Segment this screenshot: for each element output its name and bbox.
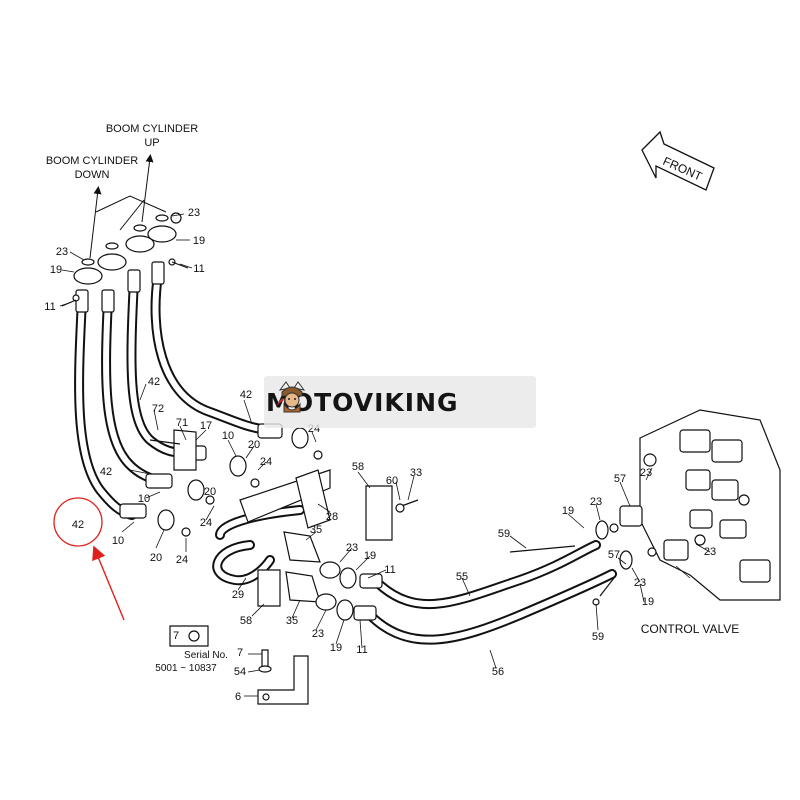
part-label[interactable]: 20 [204,486,216,498]
boom-down-caption-line2: DOWN [75,169,110,181]
control-valve-caption: CONTROL VALVE [641,622,739,636]
mid-fittings [119,423,419,621]
part-label[interactable]: 24 [200,517,212,529]
part-label[interactable]: 57 [614,473,626,485]
part-label[interactable]: 23 [56,246,68,258]
part-label[interactable]: 42 [100,466,112,478]
part-label[interactable]: 23 [634,577,646,589]
part-label[interactable]: 19 [330,642,342,654]
part-label[interactable]: 23 [640,467,652,479]
top-fittings [61,212,189,313]
part-label[interactable]: 19 [562,505,574,517]
part-label[interactable]: 10 [222,430,234,442]
part-label[interactable]: 33 [410,467,422,479]
highlight-annotation [53,497,125,621]
mounting-bracket [169,625,309,705]
part-label[interactable]: 57 [608,549,620,561]
leader-lines [59,213,711,697]
part-label[interactable]: 20 [150,552,162,564]
captions: BOOM CYLINDER UP BOOM CYLINDER DOWN CONT… [46,123,739,674]
part-label[interactable]: 58 [352,461,364,473]
part-label[interactable]: 20 [248,439,260,451]
part-label[interactable]: 72 [152,403,164,415]
part-label[interactable]: 35 [310,524,322,536]
part-label[interactable]: 59 [592,631,604,643]
part-label[interactable]: 10 [138,493,150,505]
part-label[interactable]: 19 [364,550,376,562]
part-label[interactable]: 29 [232,589,244,601]
boom-up-caption-line1: BOOM CYLINDER [106,123,198,135]
part-label[interactable]: 28 [326,511,338,523]
part-label[interactable]: 23 [590,496,602,508]
part-label[interactable]: 42 [148,376,160,388]
part-label[interactable]: 23 [346,542,358,554]
part-label[interactable]: 55 [456,571,468,583]
part-label[interactable]: 17 [200,420,212,432]
cylinder-direction-arrows [89,154,167,259]
part-label[interactable]: 23 [704,546,716,558]
part-label[interactable]: 19 [50,264,62,276]
part-label[interactable]: 10 [112,535,124,547]
part-label[interactable]: 59 [498,528,510,540]
boom-down-caption-line1: BOOM CYLINDER [46,155,138,167]
viking-mascot-icon [276,381,306,413]
part-number-labels: 23 19 11 23 19 11 42 42 42 72 71 17 10 2… [44,207,716,703]
part-label[interactable]: 7 [237,647,243,659]
part-label[interactable]: 24 [176,554,188,566]
part-label[interactable]: 58 [240,615,252,627]
part-label[interactable]: 56 [492,666,504,678]
watermark-banner: MOTOVIKING [264,376,536,428]
part-label[interactable]: 11 [44,301,55,313]
part-label[interactable]: 71 [176,417,188,429]
serial-label: Serial No. [184,650,228,661]
part-label[interactable]: 19 [193,235,205,247]
control-valve [509,409,781,606]
boom-up-caption-line2: UP [144,137,159,149]
part-label[interactable]: 42 [240,389,252,401]
part-label[interactable]: 7 [173,630,179,642]
highlight-circle [53,497,103,547]
part-label[interactable]: 23 [188,207,200,219]
part-label[interactable]: 11 [384,564,395,576]
part-label[interactable]: 19 [642,596,654,608]
part-label[interactable]: 60 [386,475,398,487]
part-label[interactable]: 54 [234,666,246,678]
part-label[interactable]: 24 [260,456,272,468]
highlight-arrow [92,545,125,621]
part-label[interactable]: 23 [312,628,324,640]
part-label[interactable]: 11 [356,644,367,656]
front-arrow: FRONT [641,130,715,191]
hoses [74,270,617,645]
highlighted-part-label[interactable]: 42 [72,519,84,531]
part-label[interactable]: 35 [286,615,298,627]
part-label[interactable]: 6 [235,691,241,703]
part-label[interactable]: 11 [193,263,204,275]
serial-range: 5001 ~ 10837 [155,663,217,674]
